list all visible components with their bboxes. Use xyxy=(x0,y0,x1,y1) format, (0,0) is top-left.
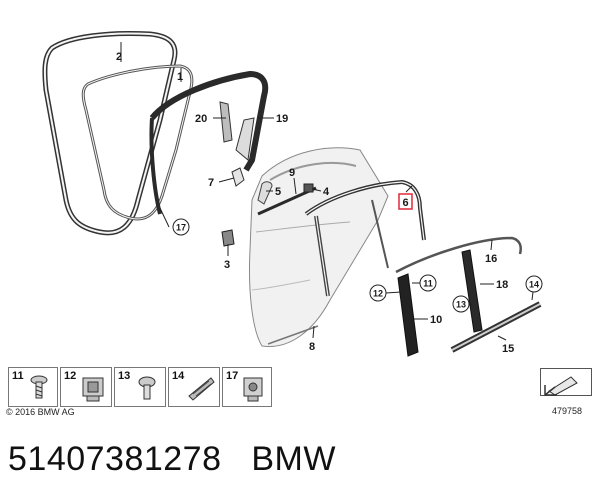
orientation-box xyxy=(540,368,592,396)
part-8-line xyxy=(267,325,319,345)
part-20-trim xyxy=(219,101,233,143)
callout-14: 14 xyxy=(529,280,539,290)
legend-item-12: 12 xyxy=(60,367,112,407)
callout-6-highlight: 6 xyxy=(398,193,413,210)
callout-4: 4 xyxy=(323,186,330,198)
reference-number: 479758 xyxy=(552,406,583,416)
callout-17-circle: 17 xyxy=(172,218,190,236)
parts-diagram: 2 1 20 19 7 5 9 4 3 8 10 16 18 15 17 12 … xyxy=(42,31,543,357)
legend-number: 11 xyxy=(12,370,24,382)
callout-1: 1 xyxy=(177,71,183,83)
part-18-trim xyxy=(461,249,483,333)
part-6-window-channel xyxy=(304,179,426,297)
part-5-trim xyxy=(257,181,273,205)
callout-7: 7 xyxy=(208,177,214,189)
callout-2: 2 xyxy=(116,51,122,63)
copyright-text: © 2016 BMW AG xyxy=(6,407,75,417)
callout-13-circle: 13 xyxy=(452,295,470,313)
part-4-clip xyxy=(303,183,314,193)
part-10-pillar-trim xyxy=(397,273,419,357)
callout-8: 8 xyxy=(309,341,315,353)
legend-number: 17 xyxy=(226,370,239,382)
clip-nut-icon xyxy=(82,377,104,402)
callout-16: 16 xyxy=(485,253,497,265)
callout-12: 12 xyxy=(373,289,383,299)
part-3-clip xyxy=(221,229,235,247)
clip-nut-icon xyxy=(243,377,263,402)
callout-10: 10 xyxy=(430,314,442,326)
callout-14-circle: 14 xyxy=(525,275,543,293)
legend-item-13: 13 xyxy=(114,367,166,407)
callout-11-circle: 11 xyxy=(419,274,437,292)
legend-number: 14 xyxy=(172,370,185,382)
callout-15: 15 xyxy=(502,343,514,355)
callout-13: 13 xyxy=(456,300,466,310)
legend-number: 12 xyxy=(64,370,77,382)
part-number: 51407381278 xyxy=(8,440,222,478)
callout-9: 9 xyxy=(289,167,295,179)
callout-12-circle: 12 xyxy=(369,284,387,302)
callout-11: 11 xyxy=(423,279,433,289)
part-16-strip xyxy=(395,236,522,274)
callout-20: 20 xyxy=(195,113,207,125)
bolt-icon xyxy=(138,376,156,400)
screw-icon xyxy=(30,375,48,399)
callout-6: 6 xyxy=(402,197,408,209)
part-15-strip xyxy=(450,301,542,353)
part-info: 51407381278 BMW xyxy=(8,440,336,479)
legend-number: 13 xyxy=(118,370,131,382)
legend-item-14: 14 xyxy=(168,367,220,407)
callout-17: 17 xyxy=(176,223,186,233)
part-7-clip xyxy=(231,167,245,187)
legend-item-17: 17 xyxy=(222,367,272,407)
leader-lines xyxy=(120,42,535,341)
brand-name: BMW xyxy=(251,440,336,478)
callout-3: 3 xyxy=(224,259,230,271)
legend-item-11: 11 xyxy=(8,367,58,407)
callout-19: 19 xyxy=(276,113,288,125)
orientation-arrow-icon xyxy=(544,376,578,396)
callout-18: 18 xyxy=(496,279,508,291)
part-2-outer-seal xyxy=(42,31,178,236)
callout-5: 5 xyxy=(275,186,281,198)
part-19-frame-seal xyxy=(149,70,269,215)
part-1-inner-seal xyxy=(81,64,194,221)
seal-strip-icon xyxy=(188,377,215,401)
